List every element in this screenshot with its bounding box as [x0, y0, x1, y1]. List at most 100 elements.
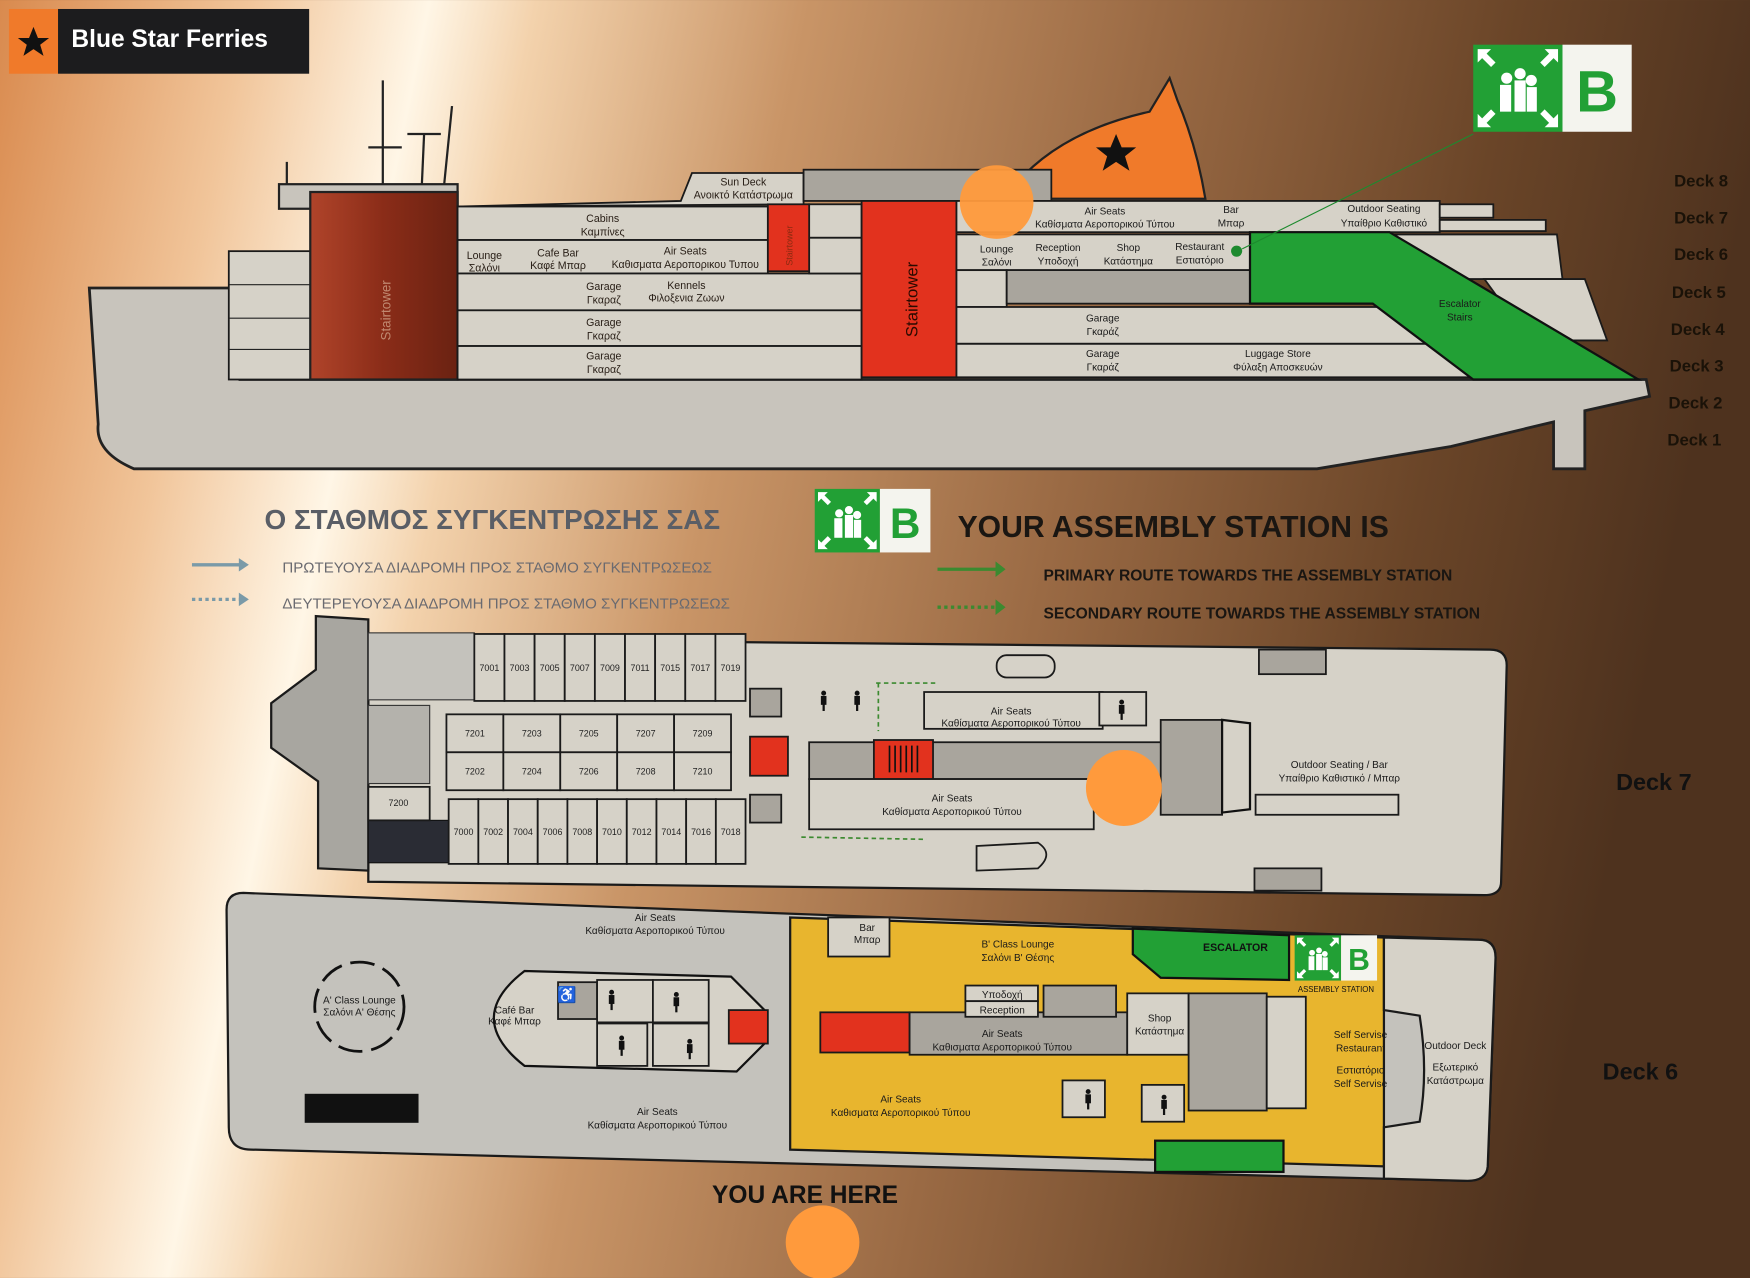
aft-stairtower — [309, 190, 459, 381]
cabin — [654, 633, 687, 702]
air-seats-label: Air Seats — [1085, 206, 1126, 217]
restaurant-label: Restaurant — [1336, 1043, 1385, 1054]
cafe-bar-label: Cafe Bar — [537, 248, 579, 260]
lounge-label: Lounge — [467, 250, 502, 262]
heading-greek: Ο ΣΤΑΘΜΟΣ ΣΥΓΚΕΝΤΡΩΣΗΣ ΣΑΣ — [265, 504, 721, 535]
cabin-number: 7205 — [579, 729, 599, 739]
stairtower — [872, 739, 934, 780]
secondary-route-path — [801, 682, 938, 841]
lounge-label: Lounge — [980, 244, 1014, 255]
restaurant-label-gr: Εστιατόριο — [1176, 254, 1224, 266]
lounge-label-gr: Σαλόνι — [982, 257, 1012, 269]
hull — [87, 286, 1652, 471]
station-letter: B — [1576, 60, 1618, 125]
primary-route-greek: ΠΡΩΤΕΥΟΥΣΑ ΔΙΑΔΡΟΜΗ ΠΡΟΣ ΣΤΑΘΜΟ ΣΥΓΚΕΝΤΡ… — [282, 560, 712, 577]
main-stairtower — [860, 200, 958, 379]
sun-deck-label-gr: Ανοικτό Κατάστρωμα — [694, 190, 793, 202]
cabin-number: 7005 — [540, 663, 560, 673]
primary-arrow-icon — [937, 561, 1006, 578]
assembly-station-label: ASSEMBLY STATION — [1298, 985, 1374, 994]
cabin-number: 7003 — [510, 663, 530, 673]
assembly-station-b-icon: B — [1294, 935, 1378, 981]
cabin-number: 7206 — [579, 767, 599, 777]
stairs-icon — [367, 819, 450, 864]
outdoor-deck-label-gr: Κατάστρωμα — [1427, 1075, 1484, 1087]
cabin — [563, 633, 596, 702]
cabin-number: 7019 — [721, 663, 741, 673]
cabins-label-gr: Καμπίνες — [581, 227, 625, 239]
cabin — [714, 798, 747, 865]
star-icon — [17, 26, 50, 56]
cabin — [684, 633, 717, 702]
lounge-outline — [313, 960, 406, 1053]
air-seats-label-gr: Καθισματα Αεροπορικού Τύπου — [932, 1041, 1072, 1053]
stairtower — [727, 1009, 769, 1045]
star-icon — [1095, 133, 1137, 171]
deck-7-label: Deck 7 — [1674, 208, 1728, 227]
cabin-number: 7017 — [690, 663, 710, 673]
cafe-bar-label-gr: Καφέ Μπαρ — [530, 260, 586, 272]
reception-label-gr: Υποδοχή — [1038, 256, 1079, 268]
reception-label-gr: Υποδοχή — [982, 989, 1023, 1001]
air-seats-label-gr: Καθίσματα Αεροπορικού Τύπου — [941, 718, 1081, 730]
deck-1-label: Deck 1 — [1667, 430, 1721, 449]
wheelchair-icon: ♿ — [557, 985, 576, 1004]
secondary-arrow-icon — [191, 592, 249, 607]
cabin-number: 7015 — [660, 663, 680, 673]
deck-2-label: Deck 2 — [1669, 394, 1723, 413]
self-service-label: Self Servise — [1334, 1030, 1388, 1041]
lounge-label-gr: Σαλόνι — [469, 262, 501, 274]
blue-star-ferries-logo: Blue Star Ferries — [8, 8, 310, 74]
marker-dot — [1085, 750, 1162, 826]
air-seats-label-gr: Καθίσματα Αεροπορικού Τύπου — [588, 1119, 728, 1131]
air-seats-label: Air Seats — [664, 246, 707, 258]
garage-label-gr: Γκαράζ — [1087, 326, 1120, 338]
cabin-number: 7014 — [661, 827, 681, 837]
a-class-lounge-label-gr: Σαλόνι Α' Θέσης — [323, 1007, 395, 1019]
station-letter: B — [1348, 944, 1370, 977]
cabin — [447, 798, 480, 865]
restaurant-label-gr: Εστιατόριο — [1337, 1065, 1385, 1077]
garage-label-gr: Γκαραζ — [587, 295, 621, 307]
outdoor-deck-label: Outdoor Deck — [1424, 1041, 1487, 1052]
cabin — [445, 751, 505, 792]
a-class-lounge-label: A' Class Lounge — [323, 995, 396, 1006]
legend: ΠΡΩΤΕΥΟΥΣΑ ΔΙΑΔΡΟΜΗ ΠΡΟΣ ΣΤΑΘΜΟ ΣΥΓΚΕΝΤΡ… — [191, 558, 1481, 622]
logo-text: Blue Star Ferries — [71, 26, 267, 53]
cabin — [593, 633, 626, 702]
restaurant-label: Restaurant — [1175, 242, 1224, 253]
cabin — [503, 633, 536, 702]
air-seats-label: Air Seats — [991, 706, 1032, 717]
garage-label: Garage — [1086, 349, 1120, 360]
secondary-route-english: SECONDARY ROUTE TOWARDS THE ASSEMBLY STA… — [1044, 605, 1481, 622]
cabin — [566, 798, 598, 865]
deck-5-label: Deck 5 — [1672, 283, 1726, 302]
garage-label-gr: Γκαραζ — [587, 330, 621, 342]
shop-label: Shop — [1117, 243, 1141, 254]
deck-8-label: Deck 8 — [1674, 171, 1728, 190]
cabin — [655, 798, 688, 865]
you-are-here-label: YOU ARE HERE — [712, 1182, 898, 1209]
outdoor-deck-label-gr: Εξωτερικό — [1432, 1061, 1478, 1073]
bar-label-gr: Μπαρ — [1218, 219, 1245, 230]
outdoor-seating-label: Outdoor Seating / Bar — [1291, 760, 1389, 771]
deck-index: Deck 8 Deck 7 Deck 6 Deck 5 Deck 4 Deck … — [1667, 171, 1728, 449]
air-seats-label: Air Seats — [635, 913, 676, 924]
cabin-number: 7202 — [465, 767, 485, 777]
self-service-label-gr: Self Servise — [1334, 1079, 1388, 1090]
kennels-label: Kennels — [667, 280, 705, 292]
shop-label: Shop — [1148, 1013, 1172, 1024]
cabin-number: 7002 — [483, 827, 503, 837]
stairtower-label: Stairtower — [902, 261, 921, 337]
b-class-lounge-label-gr: Σαλόνι Β' Θέσης — [981, 952, 1054, 964]
marker-dot — [959, 165, 1034, 239]
deck-7-label: Deck 7 — [1616, 769, 1692, 795]
escalator-label: Stairs — [1447, 312, 1473, 323]
bar-label: Bar — [859, 923, 875, 934]
cabin-number: 7004 — [513, 827, 533, 837]
lifeboat-icon — [975, 841, 1048, 872]
cabin — [673, 751, 732, 792]
cabin-number: 7000 — [454, 827, 474, 837]
